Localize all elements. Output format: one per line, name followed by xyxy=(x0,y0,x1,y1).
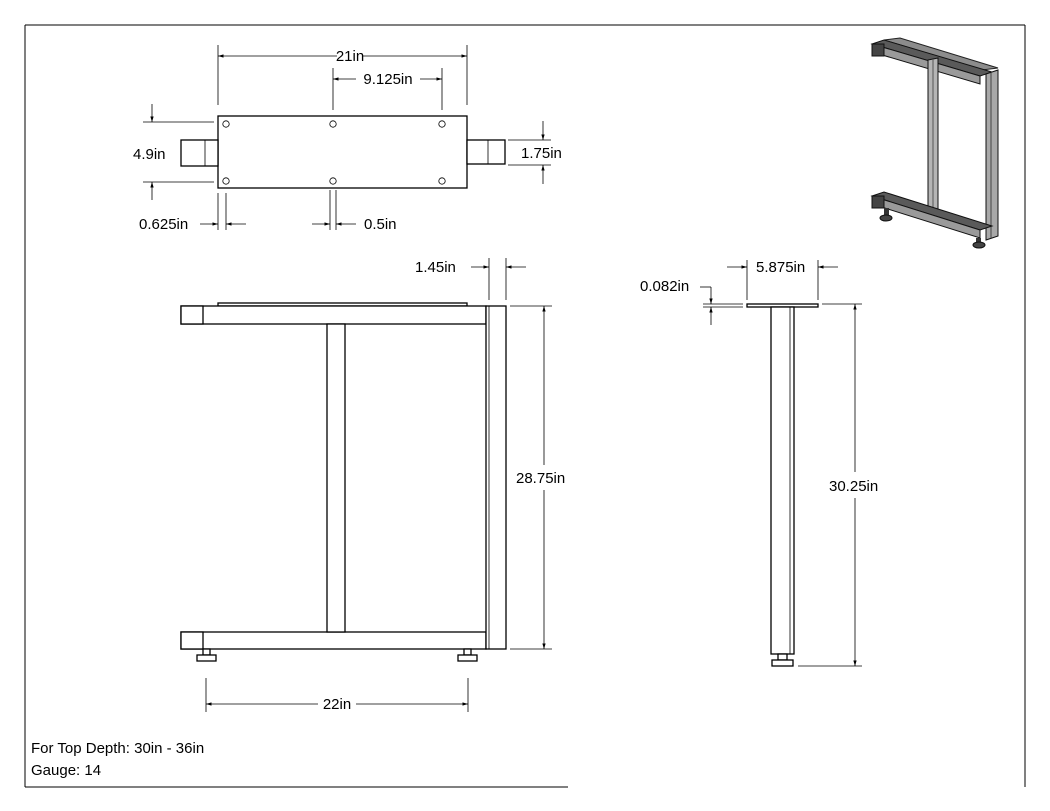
label-plate-width: 4.9in xyxy=(133,146,166,163)
mounting-holes xyxy=(222,120,446,185)
isometric-view xyxy=(870,37,999,249)
leveler-feet xyxy=(196,648,478,662)
label-hole-offset: 9.125in xyxy=(363,71,412,88)
label-edge-hole: 0.625in xyxy=(139,216,188,233)
label-base-width: 22in xyxy=(323,696,351,713)
side-elevation-view xyxy=(746,303,819,667)
label-tube-width: 1.45in xyxy=(415,259,456,276)
dim-top-length: 21in xyxy=(217,45,468,105)
label-overall-height: 30.25in xyxy=(829,478,878,495)
dim-edge-hole: 0.625in xyxy=(139,193,246,233)
dim-tube-width: 1.45in xyxy=(415,258,526,300)
label-hole-dia: 0.5in xyxy=(364,216,397,233)
dim-hole-offset: 9.125in xyxy=(332,68,443,110)
dim-tube-size: 1.75in xyxy=(508,121,562,184)
dim-hole-dia: 0.5in xyxy=(312,190,397,233)
note-top-depth: For Top Depth: 30in - 36in xyxy=(31,740,204,757)
front-elevation-view xyxy=(180,302,507,662)
dim-plate-depth: 5.875in xyxy=(727,259,838,300)
dim-overall-height: 30.25in xyxy=(798,303,878,667)
label-tube-size: 1.75in xyxy=(521,145,562,162)
dim-base-width: 22in xyxy=(205,678,469,713)
dim-inner-height: 28.75in xyxy=(510,305,565,650)
sheet-border xyxy=(24,24,1026,788)
dim-plate-thickness: 0.082in xyxy=(640,278,743,325)
label-inner-height: 28.75in xyxy=(516,470,565,487)
label-plate-thickness: 0.082in xyxy=(640,278,689,295)
note-gauge: Gauge: 14 xyxy=(31,762,101,779)
top-plate-view xyxy=(180,115,506,189)
dim-plate-width: 4.9in xyxy=(133,104,214,200)
label-top-length: 21in xyxy=(336,48,364,65)
label-plate-depth: 5.875in xyxy=(756,259,805,276)
drawing-notes: For Top Depth: 30in - 36in Gauge: 14 xyxy=(31,740,204,779)
